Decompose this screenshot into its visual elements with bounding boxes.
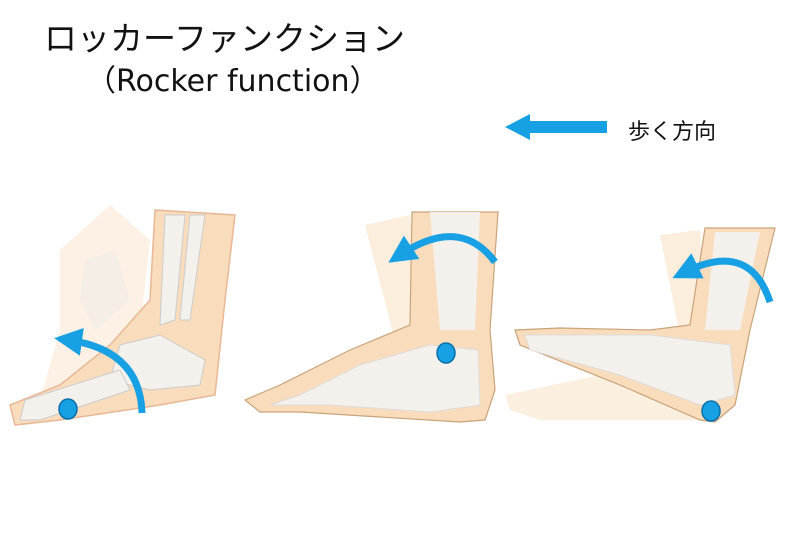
page-subtitle: （Rocker function） [86,64,380,99]
ankle-rotation-arrow [388,233,498,265]
walking-direction-label: 歩く方向 [628,120,717,145]
forefoot-pivot-point [58,398,78,420]
ankle-pivot-point [436,342,456,364]
ankle-rocker-foot [243,211,499,423]
heel-rocker-foot [505,227,776,423]
heel-pivot-point [701,400,721,422]
forefoot-rotation-arrow [54,328,146,414]
walking-direction-arrow [505,114,607,140]
heel-rotation-arrow [672,253,774,304]
page-title: ロッカーファンクション [44,19,406,58]
forefoot-rocker-foot [9,205,236,426]
